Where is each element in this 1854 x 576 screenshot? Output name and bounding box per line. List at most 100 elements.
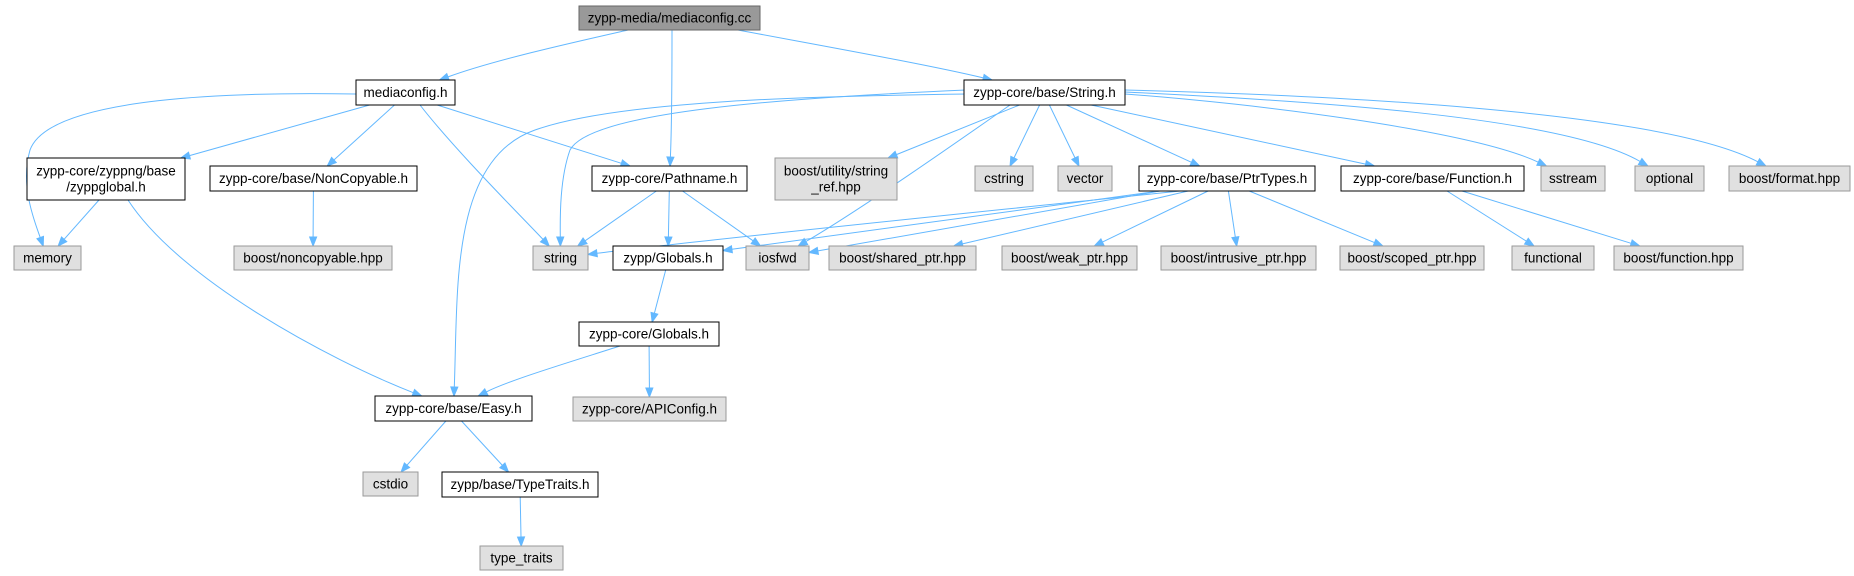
node-ptrtypes-h[interactable]: zypp-core/base/PtrTypes.h bbox=[1138, 165, 1316, 192]
node-ptrtypes-h-label: zypp-core/base/PtrTypes.h bbox=[1147, 171, 1308, 186]
node-scoped-ptr-box bbox=[1339, 245, 1485, 271]
edge-ptrtypes-h-to-iosfwd-arrowhead bbox=[807, 246, 820, 255]
node-sstream[interactable]: sstream bbox=[1540, 165, 1606, 192]
edge-string-h-to-cstring-arrowhead bbox=[1009, 155, 1019, 168]
node-sstream-label: sstream bbox=[1549, 171, 1597, 186]
node-apiconfig-h[interactable]: zypp-core/APIConfig.h bbox=[572, 396, 727, 422]
node-optional[interactable]: optional bbox=[1634, 165, 1705, 192]
edge-string-h-to-ptrtypes-h-arrowhead bbox=[1189, 158, 1201, 167]
node-functional[interactable]: functional bbox=[1511, 245, 1595, 271]
node-type-traits[interactable]: type_traits bbox=[479, 545, 564, 571]
edge-zyppglobal-h-to-memory-arrowhead bbox=[57, 236, 68, 248]
node-zyppglobal-h-label: zypp-core/zyppng/base bbox=[36, 164, 176, 179]
edge-zyppglobal-h-to-memory bbox=[57, 199, 100, 248]
edge-mediaconfig-cc-to-mediaconfig-h-line bbox=[447, 29, 629, 78]
node-shared-ptr[interactable]: boost/shared_ptr.hpp bbox=[828, 245, 977, 271]
node-apiconfig-h-box bbox=[572, 396, 727, 422]
node-functional-label: functional bbox=[1524, 251, 1582, 266]
node-zyppglobal-h[interactable]: zypp-core/zyppng/base/zyppglobal.h bbox=[26, 157, 186, 201]
node-string[interactable]: string bbox=[532, 245, 589, 271]
node-zypp-globals-h-label: zypp/Globals.h bbox=[623, 251, 712, 266]
node-vector[interactable]: vector bbox=[1057, 165, 1113, 192]
edge-mediaconfig-h-to-string-arrowhead bbox=[539, 236, 551, 248]
node-noncopyable-hpp-label: boost/noncopyable.hpp bbox=[243, 251, 383, 266]
edge-ptrtypes-h-to-intrusive-ptr bbox=[1227, 190, 1240, 248]
node-function-h[interactable]: zypp-core/base/Function.h bbox=[1340, 165, 1525, 192]
edge-mediaconfig-h-to-string bbox=[419, 104, 551, 248]
edge-string-h-to-easy-h bbox=[450, 93, 969, 398]
edge-pathname-h-to-zypp-globals-h bbox=[664, 190, 673, 248]
node-mediaconfig-cc-box bbox=[578, 5, 761, 31]
node-typetraits-h-label: zypp/base/TypeTraits.h bbox=[450, 477, 589, 492]
node-vector-box bbox=[1057, 165, 1113, 192]
node-pathname-h[interactable]: zypp-core/Pathname.h bbox=[591, 165, 748, 192]
edge-mediaconfig-cc-to-string-h bbox=[737, 29, 994, 82]
node-noncopyable-hpp[interactable]: boost/noncopyable.hpp bbox=[233, 245, 393, 271]
node-weak-ptr-box bbox=[1001, 245, 1138, 271]
nodes-layer: zypp-media/mediaconfig.cc mediaconfig.h zy… bbox=[13, 5, 1851, 571]
node-noncopyable-hpp-box bbox=[233, 245, 393, 271]
node-easy-h[interactable]: zypp-core/base/Easy.h bbox=[374, 395, 533, 422]
node-zypp-globals-h[interactable]: zypp/Globals.h bbox=[612, 245, 724, 271]
node-core-globals-h[interactable]: zypp-core/Globals.h bbox=[578, 321, 720, 347]
node-function-h-box bbox=[1340, 165, 1525, 192]
node-iosfwd[interactable]: iosfwd bbox=[745, 245, 810, 271]
node-intrusive-ptr[interactable]: boost/intrusive_ptr.hpp bbox=[1160, 245, 1317, 271]
node-memory[interactable]: memory bbox=[13, 245, 82, 271]
node-string-ref-label: boost/utility/string bbox=[784, 164, 888, 179]
edge-pathname-h-to-zypp-globals-h-line bbox=[667, 190, 670, 238]
edges-layer bbox=[26, 29, 1768, 548]
node-noncopyable-h-box bbox=[209, 165, 418, 192]
edge-mediaconfig-h-to-noncopyable-h-line bbox=[333, 104, 395, 161]
node-cstdio-box bbox=[362, 471, 419, 497]
edge-easy-h-to-cstdio-arrowhead bbox=[400, 462, 411, 474]
edge-easy-h-to-typetraits-h bbox=[461, 420, 510, 474]
node-iosfwd-box bbox=[745, 245, 810, 271]
edge-ptrtypes-h-to-scoped-ptr-line bbox=[1249, 190, 1375, 244]
edge-ptrtypes-h-to-zypp-globals-h-arrowhead bbox=[721, 245, 733, 254]
node-cstdio[interactable]: cstdio bbox=[362, 471, 419, 497]
edge-core-globals-h-to-easy-h-arrowhead bbox=[477, 387, 489, 397]
edge-string-h-to-cstring-line bbox=[1013, 104, 1041, 159]
edge-mediaconfig-h-to-memory-arrowhead bbox=[36, 235, 45, 248]
edge-string-h-to-vector-line bbox=[1048, 104, 1076, 159]
node-format[interactable]: boost/format.hpp bbox=[1728, 165, 1851, 192]
node-function-hpp-label: boost/function.hpp bbox=[1623, 251, 1733, 266]
edge-string-h-to-optional bbox=[1124, 91, 1650, 167]
edge-string-h-to-string-ref bbox=[886, 104, 1020, 159]
node-string-ref[interactable]: boost/utility/string_ref.hpp bbox=[774, 157, 898, 201]
edge-string-h-to-format bbox=[1124, 89, 1768, 167]
node-intrusive-ptr-label: boost/intrusive_ptr.hpp bbox=[1171, 251, 1307, 266]
node-cstdio-label: cstdio bbox=[373, 477, 408, 492]
node-cstring[interactable]: cstring bbox=[974, 165, 1034, 192]
edge-string-h-to-sstream-arrowhead bbox=[1536, 158, 1548, 167]
node-noncopyable-h[interactable]: zypp-core/base/NonCopyable.h bbox=[209, 165, 418, 192]
edge-noncopyable-h-to-noncopyable-hpp bbox=[308, 190, 318, 248]
node-typetraits-h[interactable]: zypp/base/TypeTraits.h bbox=[441, 471, 599, 498]
node-core-globals-h-box bbox=[578, 321, 720, 347]
edge-pathname-h-to-iosfwd-line bbox=[682, 190, 754, 242]
edge-typetraits-h-to-type-traits-line bbox=[519, 496, 522, 538]
node-function-hpp[interactable]: boost/function.hpp bbox=[1613, 245, 1744, 271]
edge-ptrtypes-h-to-scoped-ptr-arrowhead bbox=[1372, 238, 1385, 247]
node-mediaconfig-cc-label: zypp-media/mediaconfig.cc bbox=[588, 11, 752, 26]
edge-mediaconfig-cc-to-pathname-h-line bbox=[669, 29, 673, 158]
node-mediaconfig-cc[interactable]: zypp-media/mediaconfig.cc bbox=[578, 5, 761, 31]
edge-zypp-globals-h-to-core-globals-h-line bbox=[653, 269, 667, 314]
node-easy-h-box bbox=[374, 395, 533, 422]
node-weak-ptr[interactable]: boost/weak_ptr.hpp bbox=[1001, 245, 1138, 271]
edge-mediaconfig-h-to-zyppglobal-h-arrowhead bbox=[179, 151, 192, 160]
edge-mediaconfig-cc-to-pathname-h-arrowhead bbox=[666, 156, 675, 168]
node-scoped-ptr[interactable]: boost/scoped_ptr.hpp bbox=[1339, 245, 1485, 271]
node-typetraits-h-box bbox=[441, 471, 599, 498]
node-shared-ptr-box bbox=[828, 245, 977, 271]
edge-ptrtypes-h-to-intrusive-ptr-line bbox=[1227, 190, 1236, 238]
node-apiconfig-h-label: zypp-core/APIConfig.h bbox=[582, 402, 717, 417]
edge-pathname-h-to-iosfwd bbox=[682, 190, 762, 247]
edge-ptrtypes-h-to-weak-ptr bbox=[1093, 190, 1209, 247]
node-string-h[interactable]: zypp-core/base/String.h bbox=[963, 79, 1126, 106]
edge-function-h-to-functional-line bbox=[1446, 190, 1527, 242]
edge-mediaconfig-cc-to-mediaconfig-h-arrowhead bbox=[438, 72, 450, 81]
node-mediaconfig-h[interactable]: mediaconfig.h bbox=[355, 79, 456, 106]
node-type-traits-label: type_traits bbox=[490, 551, 553, 566]
